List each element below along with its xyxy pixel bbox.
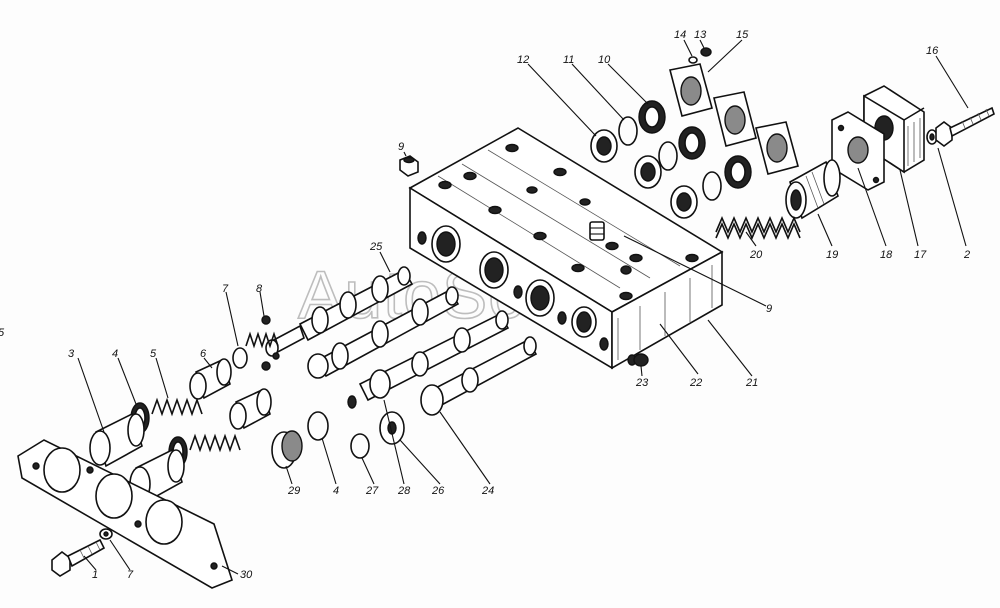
callout-19: 19 bbox=[826, 249, 838, 261]
callout-12: 12 bbox=[517, 54, 529, 66]
callout-10: 10 bbox=[598, 54, 611, 66]
sleeve-19 bbox=[785, 159, 841, 220]
spring-20 bbox=[715, 215, 801, 241]
callout-14: 14 bbox=[674, 29, 686, 41]
spool-24 bbox=[420, 336, 538, 416]
callout-labels: 1 2 3 4 4 5 6 7 7 8 9 9 10 11 12 13 14 1… bbox=[0, 29, 970, 581]
callout-9a: 9 bbox=[398, 141, 404, 153]
callout-28: 28 bbox=[397, 485, 411, 497]
spring-5 bbox=[151, 397, 241, 453]
callout-5: 5 bbox=[150, 348, 157, 360]
leader-lines bbox=[77, 39, 969, 575]
plug-29 bbox=[271, 430, 303, 469]
callout-16: 16 bbox=[926, 45, 939, 57]
nut-8 bbox=[261, 315, 280, 371]
spring-7 bbox=[232, 331, 279, 369]
callout-7a: 7 bbox=[222, 283, 229, 295]
callout-3: 3 bbox=[68, 348, 75, 360]
gasket-18 bbox=[831, 111, 885, 191]
gasket-15 bbox=[669, 63, 799, 175]
screw-13 bbox=[700, 47, 712, 57]
body-top-holes bbox=[438, 143, 699, 301]
callout-8: 8 bbox=[256, 283, 263, 295]
bolt-1 bbox=[51, 538, 106, 577]
ring-12 bbox=[590, 129, 698, 219]
callout-21: 21 bbox=[745, 377, 758, 389]
callout-24: 24 bbox=[481, 485, 494, 497]
plug-9-body bbox=[589, 221, 632, 275]
washer-14 bbox=[688, 56, 698, 64]
callout-20: 20 bbox=[749, 249, 763, 261]
sleeve-6 bbox=[189, 358, 272, 430]
plug-23 bbox=[633, 353, 649, 367]
callout-4a: 4 bbox=[112, 348, 118, 360]
ring-11 bbox=[618, 116, 722, 201]
valve-body bbox=[408, 127, 724, 370]
callout-6: 6 bbox=[200, 348, 207, 360]
cap-3 bbox=[89, 412, 185, 504]
washer-7 bbox=[99, 528, 113, 540]
callout-26: 26 bbox=[431, 485, 445, 497]
callout-22: 22 bbox=[689, 377, 702, 389]
ring-27 bbox=[350, 433, 370, 459]
spool-28 bbox=[347, 310, 510, 409]
callout-9b: 9 bbox=[766, 303, 772, 315]
spool-21 bbox=[307, 286, 460, 379]
flange-plate-30 bbox=[17, 439, 233, 589]
ring-4-lower bbox=[307, 411, 329, 441]
callout-2: 2 bbox=[963, 249, 970, 261]
edge-mark: 5 bbox=[0, 327, 5, 339]
callout-25: 25 bbox=[369, 241, 383, 253]
bolt-16 bbox=[935, 106, 995, 147]
callout-1: 1 bbox=[92, 569, 98, 581]
body-front-bores bbox=[417, 225, 637, 366]
callout-13: 13 bbox=[694, 29, 707, 41]
plug-9-top bbox=[399, 155, 419, 177]
callout-17: 17 bbox=[914, 249, 927, 261]
callout-23: 23 bbox=[635, 377, 649, 389]
callout-15: 15 bbox=[736, 29, 749, 41]
spool-25 bbox=[265, 266, 414, 357]
callout-18: 18 bbox=[880, 249, 893, 261]
callout-7b: 7 bbox=[127, 569, 134, 581]
plug-26 bbox=[379, 411, 405, 445]
callout-30: 30 bbox=[240, 569, 253, 581]
callout-27: 27 bbox=[365, 485, 379, 497]
callout-11: 11 bbox=[563, 54, 574, 66]
ring-10 bbox=[638, 100, 752, 189]
callout-4b: 4 bbox=[333, 485, 339, 497]
callout-29: 29 bbox=[287, 485, 300, 497]
